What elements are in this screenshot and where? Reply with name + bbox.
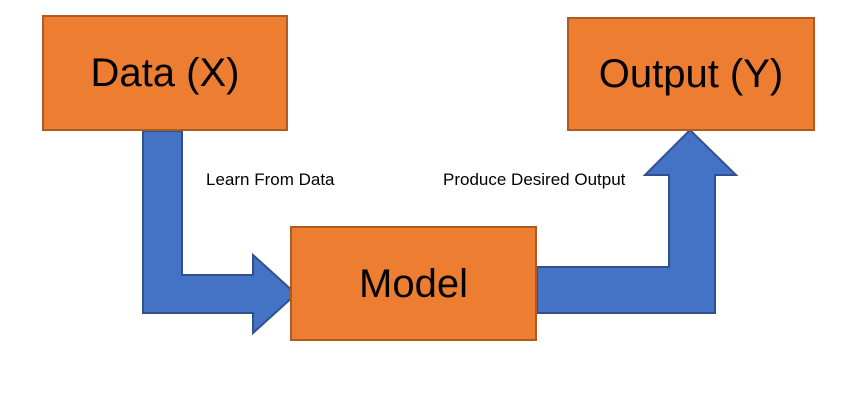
output-box-label: Output (Y) bbox=[598, 52, 784, 96]
output-box: Output (Y) bbox=[567, 17, 815, 131]
data-box-label: Data (X) bbox=[90, 51, 240, 95]
elbow-arrow-right-up-icon bbox=[536, 128, 739, 314]
produce-desired-output-label: Produce Desired Output bbox=[443, 170, 626, 189]
model-box-label: Model bbox=[359, 261, 468, 306]
model-box: Model bbox=[290, 226, 537, 341]
elbow-arrow-down-right-icon bbox=[142, 130, 298, 336]
data-box: Data (X) bbox=[42, 15, 288, 131]
learn-from-data-label: Learn From Data bbox=[206, 170, 335, 189]
